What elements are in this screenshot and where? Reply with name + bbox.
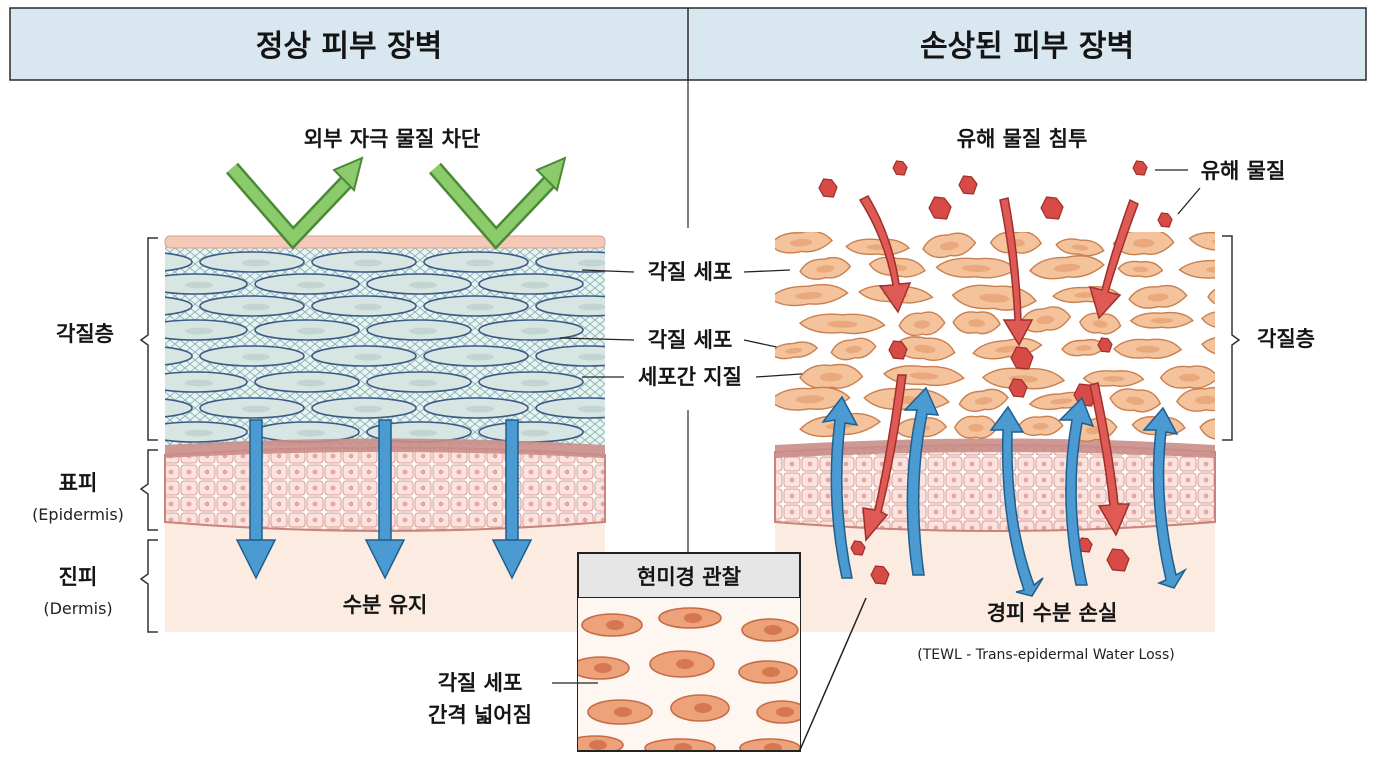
barrier-block-arrow xyxy=(428,156,567,250)
tewl-arrows xyxy=(821,386,1188,597)
corneocyte-cell xyxy=(165,252,193,272)
damaged-corneocyte-cell xyxy=(1178,259,1215,279)
dermis-english-label: (Dermis) xyxy=(43,599,112,618)
microscope-caption-1: 각질 세포 xyxy=(438,671,523,695)
harmful-particles xyxy=(818,160,1173,585)
tewl-english-label: (TEWL - Trans-epidermal Water Loss) xyxy=(917,647,1174,663)
damaged-bracket xyxy=(1222,235,1241,441)
harmful-particle xyxy=(1010,346,1034,370)
corneocyte-cell xyxy=(165,398,193,418)
barrier-label: 외부 자극 물질 차단 xyxy=(304,127,481,151)
corneocyte-cell xyxy=(535,345,605,367)
harmful-particle xyxy=(1008,378,1028,398)
damaged-barrier-title: 손상된 피부 장벽 xyxy=(920,29,1134,64)
epidermis-label: 표피 xyxy=(59,471,98,495)
harmful-particle xyxy=(870,565,890,585)
damaged-corneocyte-cell xyxy=(1200,310,1215,331)
tewl-label: 경피 수분 손실 xyxy=(987,601,1118,625)
corneocyte-cell xyxy=(535,251,605,273)
normal-skin-section: 외부 자극 물질 차단 수분 유지 각질층 표피 (Epidermis xyxy=(32,127,606,633)
harmful-substance-label: 유해 물질 xyxy=(1201,159,1286,183)
penetration-arrows xyxy=(858,195,1139,542)
harmful-particle xyxy=(892,160,908,176)
harmful-particle xyxy=(928,196,952,220)
damaged-skin-section: 유해 물질 침투 유해 물질 각질층 경피 수분 손실 (TEWL - Tran… xyxy=(774,127,1315,663)
microscope-cells xyxy=(578,607,800,750)
damaged-corneocyte-cell xyxy=(1188,232,1215,254)
damaged-corneocyte-cell xyxy=(1207,286,1215,306)
zoom-callout-line xyxy=(799,597,867,751)
harmful-particle xyxy=(888,340,908,360)
epidermis-english-label: (Epidermis) xyxy=(32,505,124,524)
normal-barrier-title: 정상 피부 장벽 xyxy=(256,29,443,64)
corneocyte-cell xyxy=(535,397,605,419)
normal-surface-lipid xyxy=(164,235,606,249)
microscope-title: 현미경 관찰 xyxy=(637,565,741,589)
harmful-particle xyxy=(1097,337,1113,353)
microscope-inset: 현미경 관찰 각질 세포 간격 넓어짐 xyxy=(428,552,867,752)
corneocyte-cell xyxy=(535,295,605,317)
microscope-caption-2: 간격 넓어짐 xyxy=(428,703,532,727)
harmful-particle xyxy=(1157,212,1173,228)
corneocyte-cell xyxy=(165,296,193,316)
header-bar: 정상 피부 장벽 손상된 피부 장벽 xyxy=(9,7,1367,81)
barrier-block-arrow xyxy=(225,156,364,250)
harmful-particle xyxy=(958,175,978,195)
corneocyte-cell xyxy=(165,346,193,366)
layer-brackets xyxy=(139,237,158,633)
moisture-retention-arrows xyxy=(235,419,533,580)
normal-corneocytes xyxy=(165,251,605,443)
harmful-particle xyxy=(1106,548,1130,572)
harmful-particle xyxy=(1040,196,1064,220)
stratum-corneum-label: 각질층 xyxy=(56,322,114,346)
corneocyte-label-1: 각질 세포 xyxy=(648,260,733,284)
center-callouts: 각질 세포 각질 세포 세포간 지질 xyxy=(559,260,831,389)
damaged-corneocyte-cell xyxy=(1199,418,1215,442)
damaged-stratum-corneum-label: 각질층 xyxy=(1257,327,1315,351)
harmful-particle xyxy=(818,178,838,198)
harmful-particle xyxy=(1077,537,1093,553)
corneocyte-label-2: 각질 세포 xyxy=(648,328,733,352)
harmful-particle xyxy=(1132,160,1148,176)
harmful-particle xyxy=(850,540,866,556)
intercellular-lipid-label: 세포간 지질 xyxy=(638,365,742,389)
moisture-label: 수분 유지 xyxy=(343,593,428,617)
dermis-label: 진피 xyxy=(59,565,98,589)
penetration-label: 유해 물질 침투 xyxy=(957,127,1088,151)
